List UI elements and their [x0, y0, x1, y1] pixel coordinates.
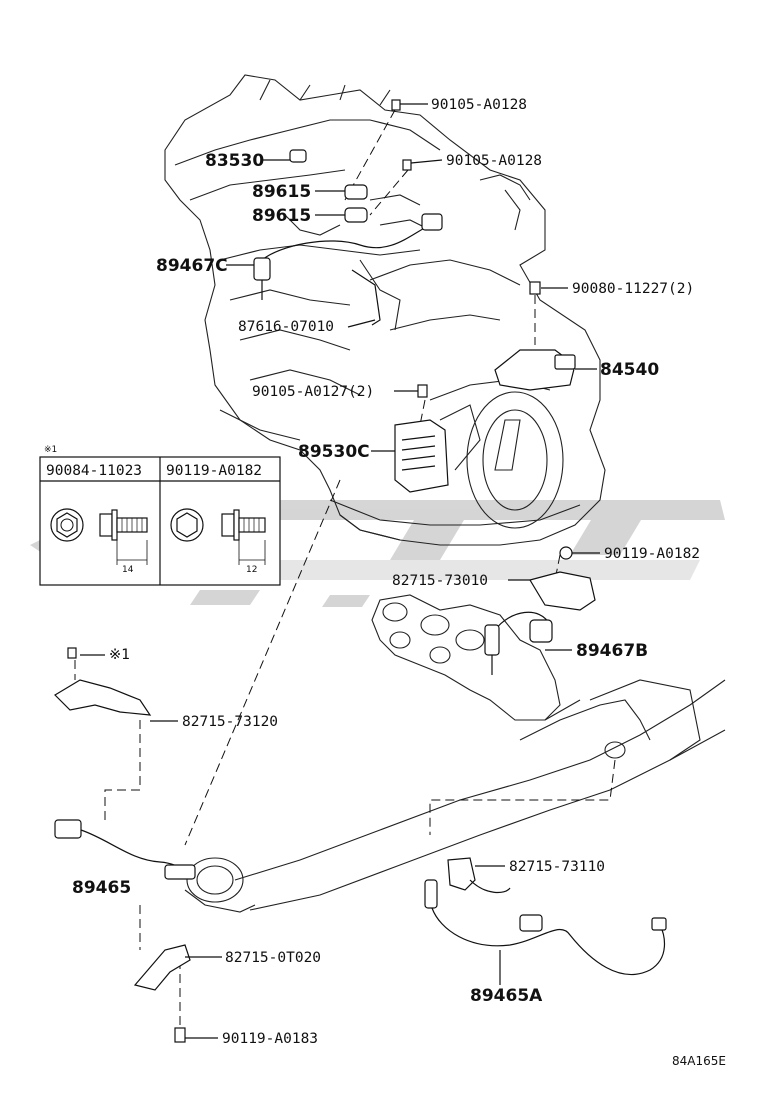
label-87616-07010: 87616-07010	[238, 319, 334, 335]
hex-bolt-head-icon	[170, 508, 204, 542]
label-90119-a0183: 90119-A0183	[222, 1031, 318, 1047]
label-89465a: 89465A	[470, 986, 543, 1006]
label-89530c: 89530C	[298, 442, 370, 462]
oxygen-sensor-89465a-part	[424, 879, 667, 976]
fastener-inset-table: ※1 90084-11023 90119-A0182 14	[39, 445, 281, 586]
label-89615-upper: 89615	[252, 182, 311, 202]
ecu-part	[394, 419, 449, 493]
label-82715-73010: 82715-73010	[392, 573, 488, 589]
label-90105-a0128-upper: 90105-A0128	[431, 97, 527, 113]
inset-header-col1: 90084-11023	[46, 463, 142, 479]
label-89465: 89465	[72, 878, 131, 898]
hex-bolt-icon	[221, 509, 266, 541]
oxygen-sensor-c-part	[253, 213, 443, 300]
sensor-bracket-73120-part	[54, 647, 152, 716]
label-89615-lower: 89615	[252, 206, 311, 226]
neutral-switch-part	[494, 349, 576, 391]
label-89467b: 89467B	[576, 641, 648, 661]
bolt-90119-a0183-part	[174, 1027, 186, 1043]
bolt-part	[391, 99, 573, 560]
label-83530: 83530	[205, 151, 264, 171]
label-82715-0t020: 82715-0T020	[225, 950, 321, 966]
label-90080-11227: 90080-11227(2)	[572, 281, 694, 297]
oxygen-sensor-89465-part	[54, 819, 196, 880]
knock-sensor-part	[289, 149, 307, 163]
label-note-ref: ※1	[109, 647, 130, 663]
label-84540: 84540	[600, 360, 659, 380]
sensor-bracket-73010-part	[529, 571, 596, 611]
label-82715-73110: 82715-73110	[509, 859, 605, 875]
sensor-bracket-0t020-part	[133, 944, 191, 991]
wire-clamp-part	[351, 269, 381, 326]
flange-bolt-icon	[99, 509, 148, 541]
exhaust-manifold	[371, 594, 561, 721]
inset-dim-col2: 12	[246, 565, 257, 575]
label-90119-a0182: 90119-A0182	[604, 546, 700, 562]
exhaust-pipe	[184, 679, 726, 913]
reference-lines	[74, 109, 616, 1030]
label-82715-73120: 82715-73120	[182, 714, 278, 730]
label-89467c: 89467C	[156, 256, 228, 276]
sensor-bracket-73110-part	[447, 857, 511, 894]
diagram-code: 84A165E	[672, 1054, 726, 1068]
inset-mark: ※1	[44, 445, 57, 455]
flange-nut-icon	[50, 508, 84, 542]
label-90105-a0128-lower: 90105-A0128	[446, 153, 542, 169]
leader-lines	[80, 103, 600, 1039]
engine-assembly	[164, 74, 606, 546]
inset-dim-col1: 14	[122, 565, 134, 575]
cam-sensor-part	[344, 184, 368, 223]
inset-header-col2: 90119-A0182	[166, 463, 262, 479]
oxygen-sensor-b-part	[484, 611, 553, 675]
label-90105-a0127: 90105-A0127(2)	[252, 384, 374, 400]
